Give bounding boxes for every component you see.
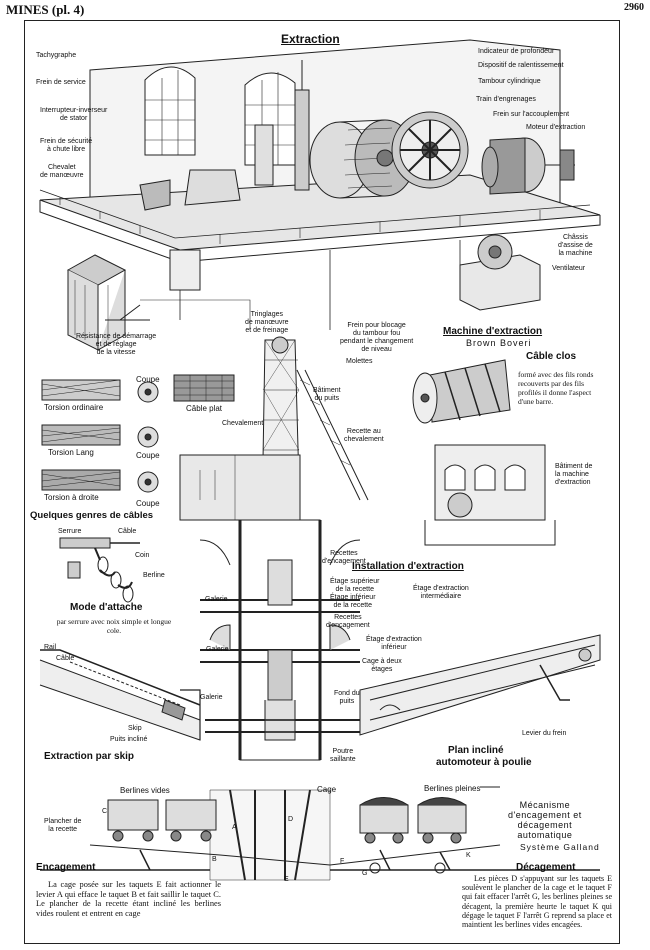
machine-caption-sub: Brown Boveri [466,338,532,348]
label-skip: Skip [128,725,142,732]
label-recettes-encagement-1: Recettes d'encagement [322,550,366,565]
label-recettes-encagement-2: Recettes d'encagement [326,614,370,629]
galland-title: Mécanisme d'encagement et décagement aut… [508,800,582,840]
plate-frame [24,20,620,944]
label-frein-securite: Frein de sécurité à chute libre [40,138,93,153]
label-frein-blocage: Frein pour blocage du tambour fou pendan… [340,322,414,353]
galland-system: Système Galland [520,842,600,852]
label-plancher: Plancher de la recette [44,818,82,833]
gear-train-drawing [391,111,469,189]
label-coupe-1: Coupe [136,375,160,384]
label-moteur: Moteur d'extraction [526,124,586,131]
attache-title: Mode d'attache [70,602,143,613]
machine-title: Extraction [281,32,340,46]
label-etage-inferieur: Étage inférieur de la recette [330,594,376,609]
label-etage-extraction-inferieur: Étage d'extraction inférieur [366,636,422,651]
label-indicateur: Indicateur de profondeur [478,48,555,55]
label-galerie-2: Galerie [206,646,229,653]
skip-title: Extraction par skip [44,751,135,762]
encagement-title: Encagement [36,862,96,873]
empty-wagons-drawing [107,799,217,842]
label-torsion-droite: Torsion à droite [44,493,99,502]
machine-building-drawing [424,444,556,546]
label-serrure: Serrure [58,528,82,535]
label-rail: Rail [44,644,57,651]
full-wagons-drawing [359,797,467,844]
skip-drawing [39,649,201,741]
label-levier-frein: Levier du frein [522,730,567,737]
shaft-section-drawing [199,519,361,761]
label-etage-superieur: Étage supérieur de la recette [330,578,380,593]
label-cage: Cage [317,785,337,794]
label-dispositif: Dispositif de ralentissement [478,62,564,69]
section-header: MINES (pl. 4) [6,2,85,17]
label-frein-service: Frein de service [36,79,86,86]
label-torsion-lang: Torsion Lang [48,448,94,457]
label-poutre-saillante: Poutre saillante [330,748,356,763]
label-cable-skip: Câble [56,655,75,662]
label-coupe-2: Coupe [136,451,160,460]
label-ventilateur: Ventilateur [552,265,586,272]
label-batiment-machine: Bâtiment de la machine d'extraction [555,463,593,486]
plan-incline-title-1: Plan incliné [448,745,504,756]
machine-caption-title: Machine d'extraction [443,326,543,337]
label-tachygraphe: Tachygraphe [36,52,77,59]
label-recette-chevalement: Recette au chevalement [344,428,384,443]
plan-incline-drawing [359,634,601,736]
letter-e: E [284,876,289,883]
letter-g: G [362,870,368,877]
cables-caption: Quelques genres de câbles [30,510,154,521]
label-cable-plat: Câble plat [186,404,223,413]
label-frein-accouplement: Frein sur l'accouplement [493,111,570,118]
page-number: 2960 [624,2,644,13]
resistance-cabinet-drawing [66,254,127,351]
label-chevalement: Chevalement [222,420,264,427]
label-galerie-1: Galerie [205,596,228,603]
label-interrupteur: Interrupteur-inverseur de stator [40,107,108,122]
headframe-drawing [179,336,369,521]
label-molettes: Molettes [346,358,373,365]
label-cage-deux-etages: Cage à deux étages [362,658,402,673]
letter-f: F [340,858,345,865]
letter-d: D [288,816,294,823]
installation-title: Installation d'extraction [352,561,464,572]
label-berline: Berline [143,572,165,579]
letter-b: B [212,856,217,863]
label-cable-attache: Câble [118,528,137,535]
letter-k: K [466,852,471,859]
plan-incline-title-2: automoteur à poulie [436,757,532,768]
letter-c: C [102,808,108,815]
machine-room-drawing [39,39,601,351]
galland-mechanism-drawing [40,786,600,881]
attachment-drawing [59,537,140,603]
cable-clos-drawing [412,359,511,424]
decagement-title: Décagement [516,862,576,873]
cable-clos-title: Câble clos [526,351,577,362]
label-tambour: Tambour cylindrique [478,78,541,85]
label-etage-intermediaire: Étage d'extraction intermédiaire [413,585,469,600]
label-torsion-ordinaire: Torsion ordinaire [44,403,104,412]
cable-samples-drawing [41,374,235,493]
label-chassis: Châssis d'assise de la machine [558,234,593,257]
label-fond-puits: Fond du puits [334,690,360,705]
label-coupe-3: Coupe [136,499,160,508]
label-galerie-skip: Galerie [200,694,223,701]
label-coin: Coin [135,552,150,559]
label-berlines-vides: Berlines vides [120,786,170,795]
cable-clos-text: formé avec des fils ronds recouverts par… [518,370,594,406]
decagement-text: Les pièces D s'appuyant sur les taquets … [462,874,612,930]
label-resistance: Résistance de démarrage et de réglage de… [76,333,157,356]
label-tringlages: Tringlages de manœuvre et de freinage [245,311,289,334]
ventilator-drawing [459,234,541,311]
label-batiment-puits: Bâtiment du puits [313,387,341,402]
motor-drawing [481,137,575,195]
label-berlines-pleines: Berlines pleines [424,784,481,793]
letter-a: A [232,824,237,831]
label-puits-incline: Puits incliné [110,736,148,743]
label-train: Train d'engrenages [476,96,536,103]
attache-text: par serrure avec noix simple et longue c… [56,617,172,635]
encagement-text: La cage posée sur les taquets E fait act… [36,880,221,918]
label-chevalet: Chevalet de manœuvre [40,164,84,179]
